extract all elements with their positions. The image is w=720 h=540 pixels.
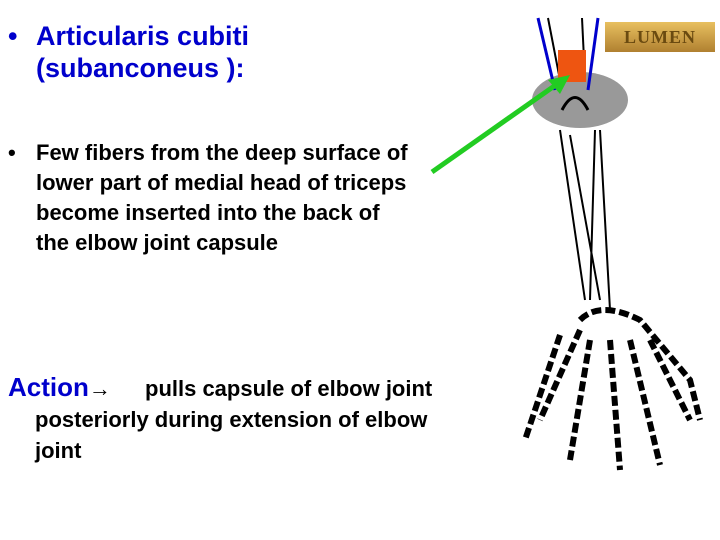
action-label: Action: [8, 372, 89, 402]
action-paragraph: Action→ pulls capsule of elbow joint pos…: [8, 372, 448, 466]
lumen-logo: LUMEN: [605, 22, 715, 52]
bullet-heading: • Articularis cubiti (subanconeus ):: [8, 20, 249, 83]
pointer-arrow: [430, 79, 562, 175]
arrow-icon: →: [88, 376, 111, 401]
bullet-symbol: •: [8, 140, 16, 165]
description-text: Few fibers from the deep surface of lowe…: [36, 140, 408, 255]
bullet-symbol: •: [8, 21, 18, 51]
heading-text: Articularis cubiti (subanconeus ):: [36, 21, 250, 83]
action-text: pulls capsule of elbow joint posteriorly…: [35, 376, 433, 463]
bullet-description: • Few fibers from the deep surface of low…: [8, 138, 408, 255]
